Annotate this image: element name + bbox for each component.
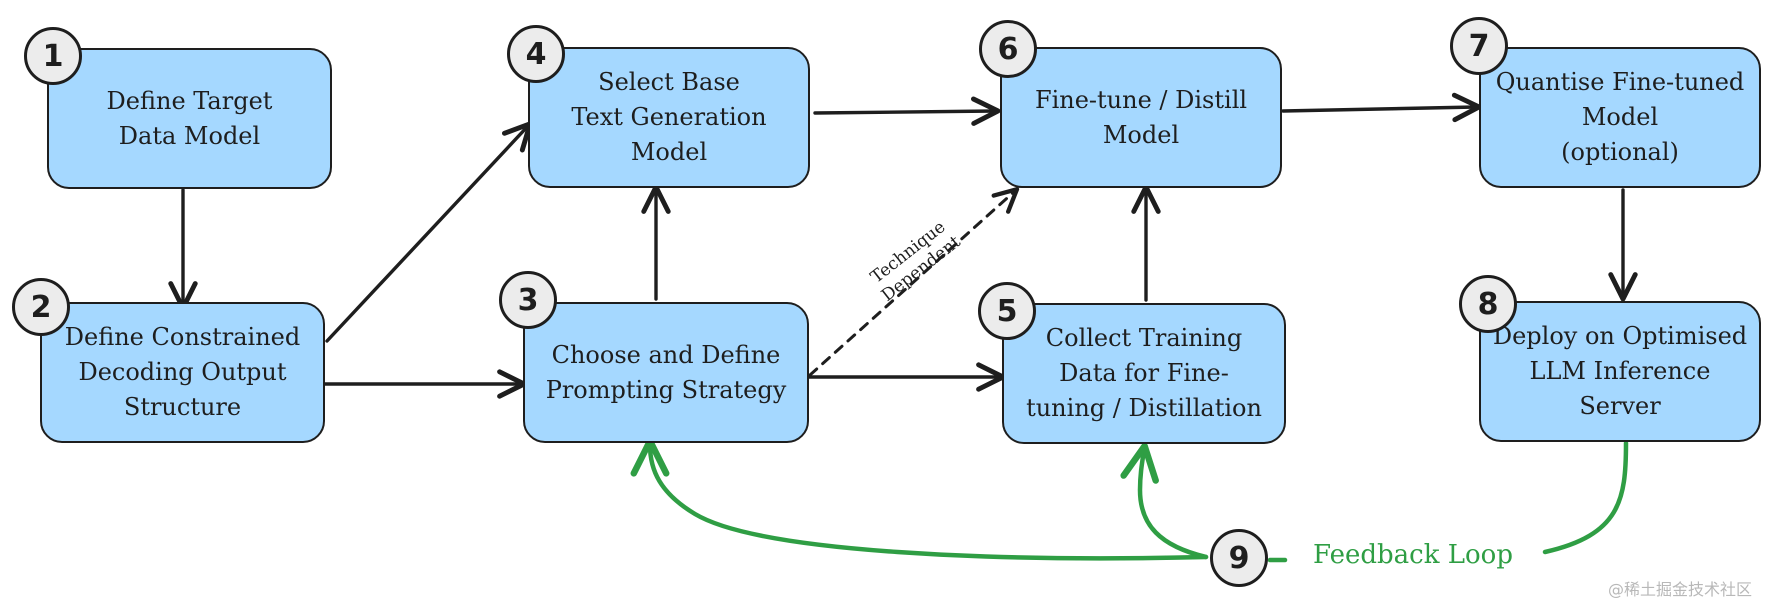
- edge-2-to-4: [325, 121, 533, 343]
- node-6-label: Fine-tune / Distill Model: [1034, 85, 1248, 149]
- node-5-box: Collect Training Data for Fine- tuning /…: [1002, 303, 1286, 444]
- node-8-label: Deploy on Optimised LLM Inference Server: [1492, 322, 1748, 420]
- node-5-badge: 5: [978, 282, 1036, 340]
- node-8-badge: 8: [1459, 275, 1517, 333]
- node-2-box: Define Constrained Decoding Output Struc…: [40, 302, 325, 443]
- node-7-label: Quantise Fine-tuned Model (optional): [1495, 68, 1745, 166]
- node-3-badge: 3: [499, 271, 557, 329]
- node-2-label: Define Constrained Decoding Output Struc…: [64, 323, 301, 421]
- edge-4-to-6: [813, 96, 1001, 126]
- node-8-box: Deploy on Optimised LLM Inference Server: [1479, 301, 1761, 442]
- node-9-badge: 9: [1210, 529, 1268, 587]
- node-7-badge: 7: [1450, 17, 1508, 75]
- node-3-label: Choose and Define Prompting Strategy: [545, 340, 787, 404]
- node-1-label: Define Target Data Model: [106, 86, 273, 150]
- node-4-label: Select Base Text Generation Model: [571, 68, 767, 166]
- node-5-label: Collect Training Data for Fine- tuning /…: [1026, 324, 1262, 422]
- node-2-badge: 2: [12, 278, 70, 336]
- feedback-edge-9-to-5: [1120, 442, 1209, 560]
- node-3-box: Choose and Define Prompting Strategy: [523, 302, 809, 443]
- feedback-edge-8-to-9: [1542, 440, 1629, 555]
- node-6-badge: 6: [979, 20, 1037, 78]
- feedback-edge-9-to-3: [630, 437, 1209, 561]
- edge-3-to-6-dashed: [808, 187, 1020, 377]
- node-1-box: Define Target Data Model: [47, 48, 332, 189]
- feedback-loop-label: Feedback Loop: [1313, 540, 1513, 570]
- watermark: @稀土掘金技术社区: [1608, 580, 1753, 599]
- node-6-box: Fine-tune / Distill Model: [1000, 47, 1282, 188]
- edge-6-to-7: [1281, 92, 1482, 123]
- node-1-badge: 1: [24, 27, 82, 85]
- node-7-box: Quantise Fine-tuned Model (optional): [1479, 47, 1761, 188]
- node-4-box: Select Base Text Generation Model: [528, 47, 810, 188]
- node-4-badge: 4: [507, 25, 565, 83]
